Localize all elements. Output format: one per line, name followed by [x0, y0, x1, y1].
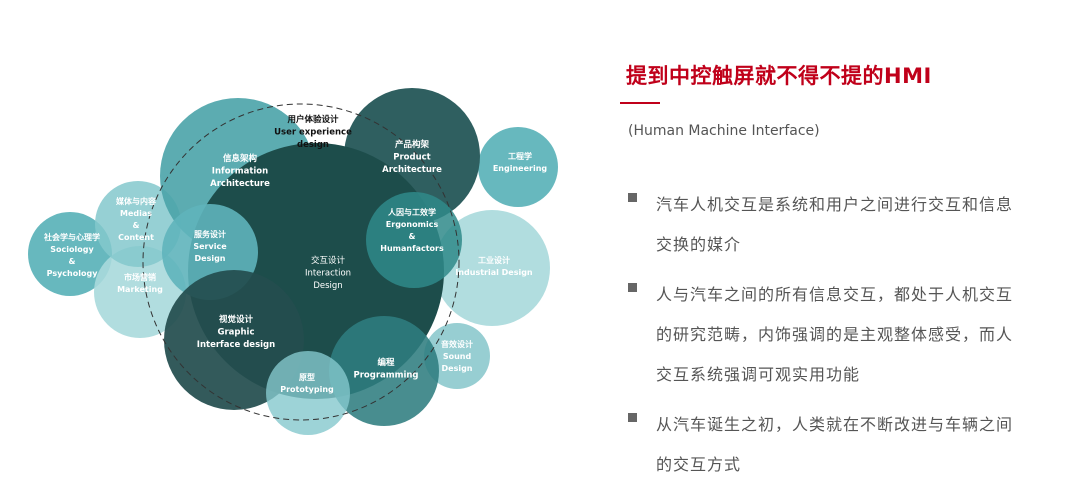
- title-underline: [620, 102, 660, 104]
- marketing-label: 市场营销 Marketing: [117, 272, 163, 294]
- circles-layer: [28, 88, 558, 435]
- graphic-interface-circle: [164, 270, 304, 410]
- ux-dashed-boundary: [142, 103, 460, 421]
- circle-label-line: 音效设计: [441, 339, 473, 349]
- circle-label-line: 工程学: [508, 151, 532, 161]
- circle-label-line: 市场营销: [124, 272, 156, 282]
- circle-label-line: 交互设计: [311, 255, 346, 266]
- sociology-label: 社会学与心理学 Sociology & Psychology: [43, 232, 100, 278]
- bullet-line: 人与汽车之间的所有信息交互，都处于人机交互: [656, 285, 1014, 304]
- circle-label-line: Design: [313, 281, 342, 291]
- circle-label-line: 服务设计: [194, 229, 226, 239]
- hmi-info-panel: 提到中控触屏就不得不提的HMI (Human Machine Interface…: [620, 60, 1050, 485]
- bullet-line: 从汽车诞生之初，人类就在不断改进与车辆之间: [656, 415, 1014, 434]
- circle-label-line: 信息架构: [223, 153, 258, 164]
- circle-label-line: 媒体与内容: [115, 196, 156, 206]
- circle-label-line: Content: [118, 233, 154, 242]
- panel-subtitle: (Human Machine Interface): [628, 123, 820, 139]
- bullet-item: 人与汽车之间的所有信息交互，都处于人机交互 的研究范畴，内饰强调的是主观整体感受…: [620, 275, 1050, 395]
- bullet-line: 交互系统强调可观实用功能: [656, 365, 861, 384]
- circle-label-line: 编程: [377, 357, 395, 368]
- circle-label-line: Design: [442, 364, 473, 373]
- circle-label-line: 社会学与心理学: [43, 232, 100, 242]
- bullet-line: 汽车人机交互是系统和用户之间进行交互和信息: [656, 195, 1014, 214]
- circle-label-line: Sociology: [50, 245, 94, 254]
- engineering-label: 工程学 Engineering: [493, 151, 548, 173]
- circle-label-line: 视觉设计: [219, 314, 254, 325]
- prototyping-circle: [266, 351, 350, 435]
- circle-label-line: Interface design: [197, 340, 275, 350]
- ergonomics-label: 人因与工效学 Ergonomics & Humanfactors: [380, 207, 444, 253]
- square-bullet-icon: [628, 283, 637, 292]
- circle-label-line: Medias: [120, 209, 152, 218]
- ergonomics-circle: [366, 192, 462, 288]
- circle-label-line: &: [133, 221, 140, 230]
- sociology-circle: [28, 212, 112, 296]
- circle-label-line: Prototyping: [280, 385, 334, 394]
- hmi-venn-diagram: 用户体验设计 User experience design 社会学与心理学 Sociol…: [28, 88, 558, 435]
- circle-label-line: Sound: [443, 352, 472, 361]
- programming-label: 编程 Programming: [353, 357, 418, 381]
- user-experience-label: 用户体验设计 User experience design: [274, 114, 352, 150]
- bullet-line: 交换的媒介: [656, 235, 742, 254]
- medias-label: 媒体与内容 Medias & Content: [115, 196, 156, 242]
- circle-label-line: Marketing: [117, 285, 163, 294]
- circle-label-line: &: [69, 257, 76, 266]
- circle-label-line: Architecture: [210, 179, 270, 189]
- circle-label-line: Architecture: [382, 165, 442, 175]
- circle-label-line: Service: [193, 242, 227, 251]
- labels-layer: 用户体验设计 User experience design 社会学与心理学 Sociol…: [43, 114, 547, 394]
- sound-design-circle: [424, 323, 490, 389]
- circle-label-line: &: [409, 232, 416, 241]
- medias-circle: [95, 181, 181, 267]
- programming-circle: [329, 316, 439, 426]
- marketing-circle: [94, 246, 186, 338]
- circle-label-line: 工业设计: [478, 255, 510, 265]
- circle-label-line: Programming: [353, 371, 418, 381]
- circle-label-line: 用户体验设计: [286, 114, 339, 125]
- circle-label-line: 产品构架: [395, 139, 430, 150]
- circle-label-line: Product: [393, 153, 431, 163]
- circle-label-line: User experience: [274, 128, 352, 138]
- industrial-design-circle: [434, 210, 550, 326]
- bullet-line: 的交互方式: [656, 455, 742, 474]
- circle-label-line: Industrial Design: [455, 268, 533, 277]
- circle-label-line: Ergonomics: [386, 220, 439, 229]
- circle-label-line: 人因与工效学: [388, 207, 436, 217]
- industrial-design-label: 工业设计 Industrial Design: [455, 255, 533, 277]
- circle-label-line: Psychology: [47, 269, 99, 278]
- circle-label-line: Information: [212, 167, 268, 177]
- engineering-circle: [478, 127, 558, 207]
- bullet-item: 汽车人机交互是系统和用户之间进行交互和信息 交换的媒介: [620, 185, 1050, 265]
- bullet-list: 汽车人机交互是系统和用户之间进行交互和信息 交换的媒介 人与汽车之间的所有信息交…: [620, 185, 1050, 485]
- circle-label-line: 原型: [299, 372, 315, 382]
- circle-label-line: Graphic: [218, 328, 255, 338]
- circle-label-line: design: [297, 140, 329, 150]
- square-bullet-icon: [628, 193, 637, 202]
- panel-title: 提到中控触屏就不得不提的HMI: [626, 64, 932, 88]
- circle-label-line: Design: [195, 254, 226, 263]
- bullet-line: 的研究范畴，内饰强调的是主观整体感受，而人: [656, 325, 1014, 344]
- circle-label-line: Engineering: [493, 164, 548, 173]
- bullet-item: 从汽车诞生之初，人类就在不断改进与车辆之间 的交互方式: [620, 405, 1050, 485]
- circle-label-line: Humanfactors: [380, 244, 444, 253]
- prototyping-label: 原型 Prototyping: [280, 372, 334, 394]
- circle-label-line: Interaction: [305, 269, 351, 279]
- square-bullet-icon: [628, 413, 637, 422]
